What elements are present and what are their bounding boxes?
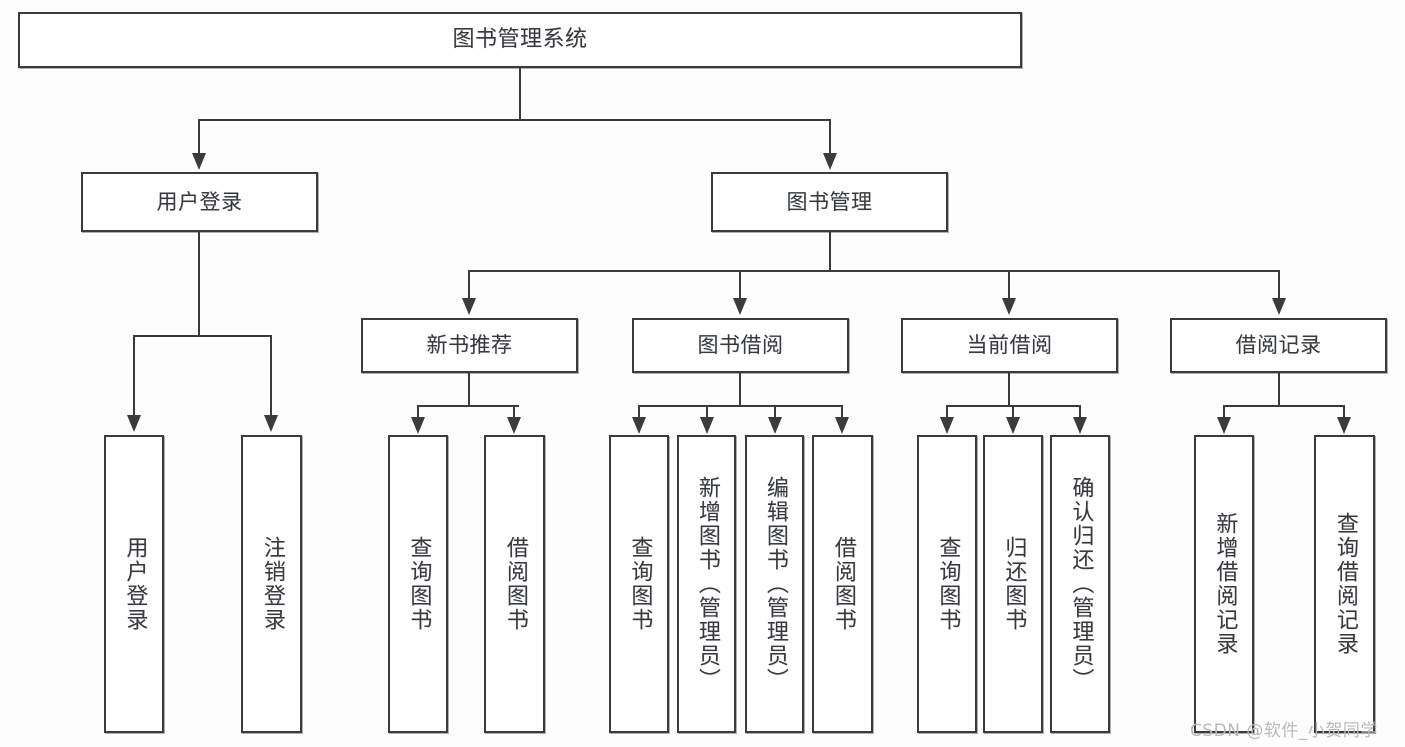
node-label: 新书推荐 [426,333,513,358]
leaf-current-borrow-return[interactable]: 归还图书 [983,435,1043,733]
arrowhead-current-borrow-leaf-1 [940,417,954,434]
arrowhead-new-book-leaf-1 [411,417,425,434]
node-user-login[interactable]: 用户登录 [81,172,318,232]
arrowhead-current-borrow-leaf-2 [1006,417,1020,434]
node-new-book-recommend[interactable]: 新书推荐 [361,318,578,373]
connector-user-login-stem [198,232,200,336]
arrowhead-user-login-leaf-2 [264,415,278,432]
connector-user-login-to-leaf-2 [270,335,272,417]
arrowhead-book-mgmt-book-borrow [733,298,747,315]
connector-current-borrow-to-leaf-3 [1079,405,1081,419]
connector-new-book-stem [468,373,470,406]
leaf-label: 查询图书 [627,536,653,632]
connector-book-mgmt-to-new-book [468,270,470,300]
leaf-borrow-record-query[interactable]: 查询借阅记录 [1314,435,1375,733]
leaf-book-borrow-add-book-admin[interactable]: 新增图书（管理员） [677,435,736,733]
leaf-new-book-borrow[interactable]: 借阅图书 [484,435,545,733]
leaf-book-borrow-edit-book-admin[interactable]: 编辑图书（管理员） [745,435,804,733]
arrowhead-book-mgmt-new-book [462,298,476,315]
leaf-label: 新增图书（管理员） [694,476,720,692]
connector-book-mgmt-to-book-borrow [739,270,741,300]
leaf-label: 用户登录 [122,536,148,632]
arrowhead-book-mgmt-current-borrow [1002,298,1016,315]
node-label: 用户登录 [156,189,243,214]
arrowhead-book-mgmt-borrow-record [1272,298,1286,315]
arrowhead-borrow-record-leaf-1 [1217,417,1231,434]
connector-current-borrow-to-leaf-2 [1012,405,1014,419]
arrowhead-book-borrow-leaf-2 [700,417,714,434]
leaf-label: 借阅图书 [830,536,856,632]
connector-new-book-to-leaf-2 [513,405,515,419]
connector-borrow-record-bus [1223,405,1345,407]
connector-root-stem [519,68,521,120]
connector-user-login-bus [133,335,272,337]
leaf-book-borrow-borrow-book[interactable]: 借阅图书 [812,435,873,733]
node-borrow-record[interactable]: 借阅记录 [1170,318,1387,373]
node-label: 图书借阅 [697,333,784,358]
node-label: 图书管理 [786,189,873,214]
leaf-label: 确认归还（管理员） [1068,476,1094,692]
connector-book-borrow-to-leaf-2 [706,405,708,419]
connector-book-borrow-to-leaf-4 [841,405,843,419]
connector-borrow-record-to-leaf-2 [1343,405,1345,419]
connector-book-borrow-stem [739,373,741,406]
connector-borrow-record-stem [1278,373,1280,406]
connector-book-borrow-to-leaf-3 [774,405,776,419]
arrowhead-user-login-leaf-1 [127,415,141,432]
connector-book-mgmt-to-current-borrow [1008,270,1010,300]
connector-root-bus [198,119,831,121]
connector-book-borrow-bus [638,405,843,407]
connector-root-to-user-login [198,119,200,155]
connector-book-mgmt-stem [829,232,831,271]
connector-root-to-book-mgmt [829,119,831,155]
arrowhead-root-to-user-login [192,153,206,170]
leaf-label: 查询图书 [935,536,961,632]
leaf-user-login-logout[interactable]: 注销登录 [241,435,302,733]
leaf-new-book-query[interactable]: 查询图书 [388,435,448,733]
arrowhead-book-borrow-leaf-3 [768,417,782,434]
connector-current-borrow-stem [1008,373,1010,406]
leaf-label: 注销登录 [259,536,285,632]
leaf-borrow-record-add[interactable]: 新增借阅记录 [1194,435,1254,733]
arrowhead-book-borrow-leaf-1 [632,417,646,434]
leaf-label: 查询图书 [406,536,432,632]
node-current-borrow[interactable]: 当前借阅 [901,318,1118,373]
connector-book-mgmt-to-borrow-record [1278,270,1280,300]
leaf-label: 查询借阅记录 [1332,512,1358,656]
node-label: 借阅记录 [1235,333,1322,358]
leaf-user-login-login[interactable]: 用户登录 [104,435,164,733]
node-book-borrow[interactable]: 图书借阅 [632,318,849,373]
arrowhead-book-borrow-leaf-4 [835,417,849,434]
connector-borrow-record-to-leaf-1 [1223,405,1225,419]
connector-new-book-to-leaf-1 [417,405,419,419]
node-book-management[interactable]: 图书管理 [711,172,948,232]
leaf-current-borrow-query[interactable]: 查询图书 [917,435,977,733]
node-label: 当前借阅 [966,333,1053,358]
leaf-book-borrow-query[interactable]: 查询图书 [609,435,669,733]
node-label: 图书管理系统 [452,27,588,53]
connector-current-borrow-to-leaf-1 [946,405,948,419]
arrowhead-borrow-record-leaf-2 [1337,417,1351,434]
connector-book-borrow-to-leaf-1 [638,405,640,419]
arrowhead-current-borrow-leaf-3 [1073,417,1087,434]
leaf-label: 编辑图书（管理员） [762,476,788,692]
leaf-label: 借阅图书 [502,536,528,632]
leaf-label: 新增借阅记录 [1212,512,1238,656]
arrowhead-root-to-book-mgmt [823,153,837,170]
connector-book-mgmt-bus [468,270,1280,272]
leaf-current-borrow-confirm-return-admin[interactable]: 确认归还（管理员） [1050,435,1110,733]
arrowhead-new-book-leaf-2 [507,417,521,434]
node-root-system[interactable]: 图书管理系统 [18,12,1022,68]
connector-new-book-bus [417,405,519,407]
connector-user-login-to-leaf-1 [133,335,135,417]
leaf-label: 归还图书 [1001,536,1027,632]
